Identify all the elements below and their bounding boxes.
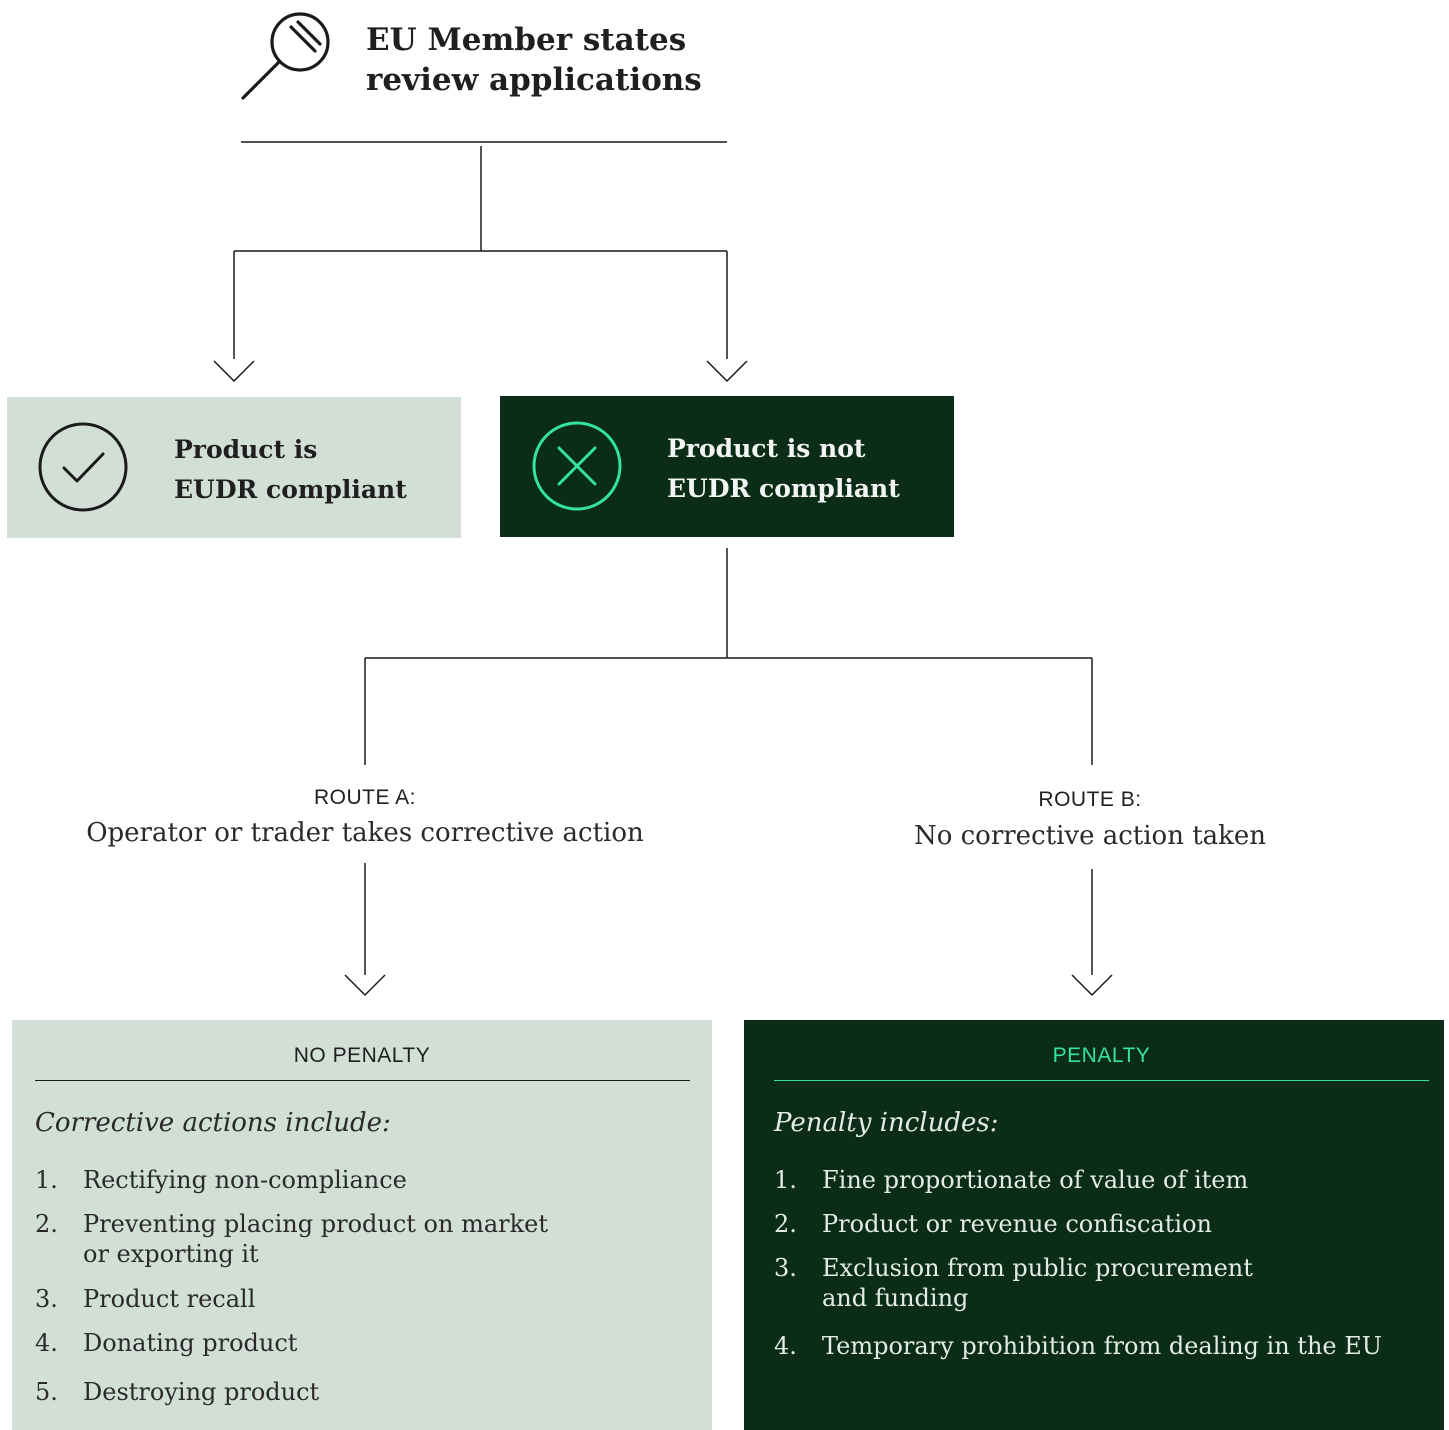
route-b-label: ROUTE B: [1038,788,1142,811]
penalty-intro: Penalty includes: [774,1108,999,1138]
list-item: 4. Donating product [35,1328,675,1377]
x-circle-icon [532,421,622,511]
list-item-number: 4. [774,1332,797,1360]
not-compliant-label-line: Product is not [667,434,866,463]
corrective-actions-list: 1. Rectifying non-compliance 2. Preventi… [35,1165,675,1421]
no-penalty-title: NO PENALTY [293,1044,431,1067]
list-item-text: Product or revenue confiscation [822,1210,1212,1238]
list-item-text: Destroying product [83,1378,320,1406]
compliant-box: Product is EUDR compliant [7,397,461,538]
list-item-number: 2. [774,1210,797,1238]
route-a-label: ROUTE A: [313,786,417,809]
header-title-line: EU Member states [366,22,687,58]
header-title-line: review applications [366,62,702,98]
penalty-title: PENALTY [1052,1044,1151,1067]
list-item-number: 4. [35,1329,58,1357]
list-item-number: 5. [35,1378,58,1406]
route-a-description: Operator or trader takes corrective acti… [86,818,644,848]
arrow-head-icon [213,360,255,383]
no-penalty-panel: NO PENALTY Corrective actions include: 1… [12,1020,712,1430]
penalty-list: 1. Fine proportionate of value of item 2… [774,1165,1424,1375]
list-item: 1. Rectifying non-compliance [35,1165,675,1209]
list-item: 3. Product recall [35,1284,675,1328]
list-item-number: 1. [774,1166,797,1194]
list-item-text: Donating product [83,1329,298,1357]
not-compliant-box: Product is not EUDR compliant [500,396,954,537]
list-item-text: Preventing placing product on market or … [83,1210,549,1268]
check-circle-icon [38,422,128,512]
list-item: 4. Temporary prohibition from dealing in… [774,1331,1424,1375]
list-item: 2. Product or revenue confiscation [774,1209,1424,1253]
compliant-label-line: Product is [174,435,318,464]
panel-divider [35,1080,690,1081]
list-item: 1. Fine proportionate of value of item [774,1165,1424,1209]
header-title: EU Member states review applications [366,20,786,100]
list-item: 5. Destroying product [35,1377,675,1421]
list-item: 3. Exclusion from public procurement and… [774,1253,1424,1331]
list-item-text: Temporary prohibition from dealing in th… [822,1332,1382,1360]
no-penalty-intro: Corrective actions include: [35,1108,391,1138]
list-item-text: Product recall [83,1285,256,1313]
list-item-number: 1. [35,1166,58,1194]
not-compliant-label-line: EUDR compliant [667,474,900,503]
list-item-number: 3. [35,1285,58,1313]
penalty-panel: PENALTY Penalty includes: 1. Fine propor… [744,1020,1444,1430]
list-item: 2. Preventing placing product on market … [35,1209,675,1284]
arrow-head-icon [344,974,386,997]
arrow-head-icon [1071,974,1113,997]
route-b-description: No corrective action taken [913,821,1267,851]
list-item-text: Rectifying non-compliance [83,1166,407,1194]
compliant-label-line: EUDR compliant [174,475,407,504]
list-item-number: 2. [35,1210,58,1238]
compliant-label: Product is EUDR compliant [174,430,407,510]
panel-divider [774,1080,1429,1081]
list-item-text: Exclusion from public procurement and fu… [822,1254,1253,1312]
magnifier-icon [241,12,330,100]
arrow-head-icon [706,360,748,383]
not-compliant-label: Product is not EUDR compliant [667,429,900,509]
list-item-text: Fine proportionate of value of item [822,1166,1249,1194]
list-item-number: 3. [774,1254,797,1282]
